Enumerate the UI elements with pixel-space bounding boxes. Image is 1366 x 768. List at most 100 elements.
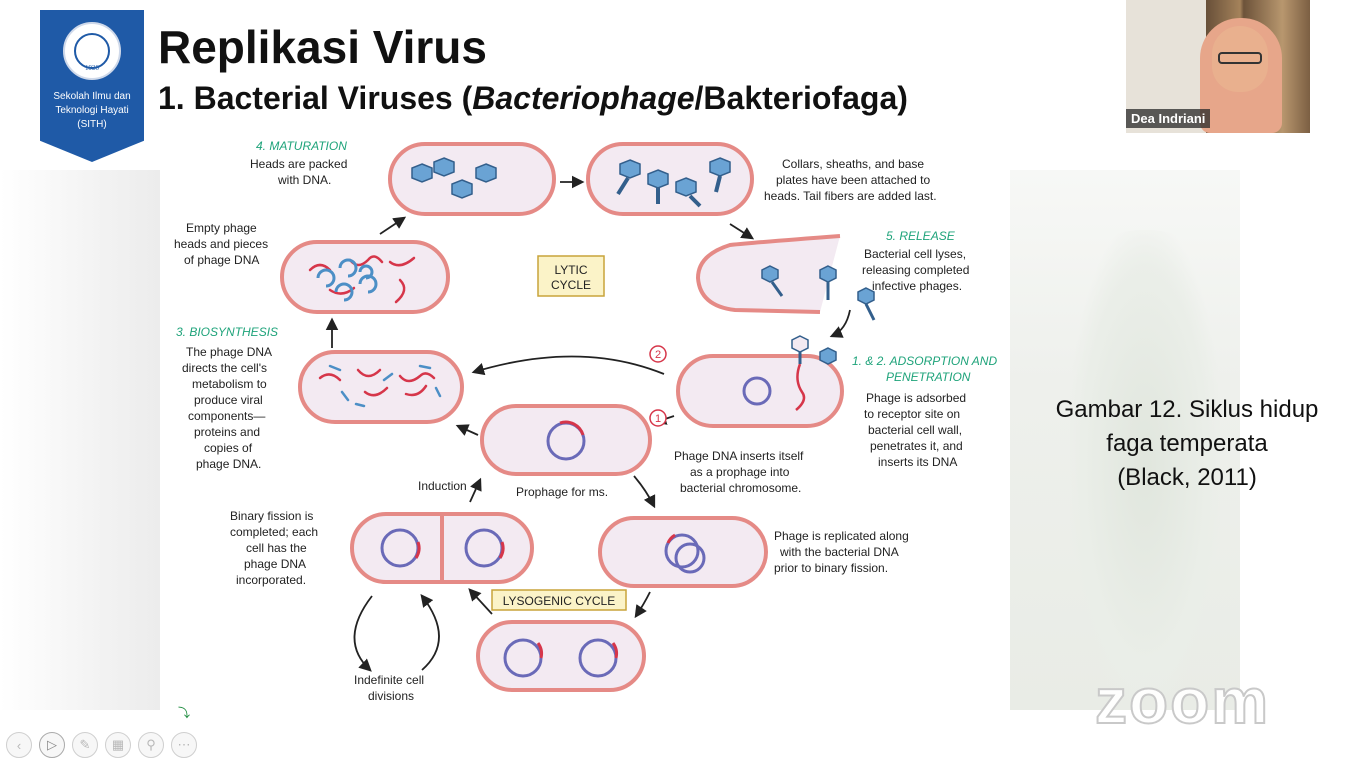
lysogenic-cycle-box: LYSOGENIC CYCLE: [491, 589, 627, 611]
release-text-2: releasing completed: [862, 263, 969, 277]
maturation-text-2: with DNA.: [277, 173, 331, 187]
bio-text-5: components—: [188, 409, 265, 423]
cell-assembled: [586, 142, 754, 216]
step-2-label: 2: [655, 349, 661, 361]
lysogenic-label: LYSOGENIC CYCLE: [503, 594, 615, 608]
caption-line-2: faga temperata: [1106, 430, 1268, 457]
bio-text-3: metabolism to: [192, 377, 267, 391]
cell-biosynthesis: [298, 350, 464, 424]
empty-text-1: Empty phage: [186, 221, 257, 235]
release-title: 5. RELEASE: [886, 229, 956, 243]
phages-released: [761, 265, 876, 365]
logo-text: Sekolah Ilmu dan Teknologi Hayati (SITH): [42, 90, 142, 132]
subtitle-pre: 1. Bacterial Viruses (: [158, 80, 473, 116]
gallery-icon[interactable]: ▦: [105, 732, 131, 758]
back-icon[interactable]: ‹: [6, 732, 32, 758]
slide-subtitle: 1. Bacterial Viruses (Bacteriophage/Bakt…: [158, 80, 908, 117]
cursor-mark-icon: ⤵: [178, 706, 191, 720]
empty-phage-heads: [316, 258, 378, 302]
maturation-text-1: Heads are packed: [250, 157, 347, 171]
logo-line-3: (SITH): [77, 119, 107, 130]
cell-lysogenic: [476, 620, 646, 692]
person-face: [1212, 26, 1268, 92]
binary-text-2: completed; each: [230, 525, 318, 539]
glasses-icon: [1218, 52, 1262, 64]
bio-text-6: proteins and: [194, 425, 260, 439]
step-1-label: 1: [655, 413, 661, 425]
bio-text-1: The phage DNA: [186, 345, 272, 359]
cell-prophage: [480, 404, 652, 476]
caption-line-3: (Black, 2011): [1117, 464, 1257, 491]
logo-line-2: Teknologi Hayati: [55, 105, 129, 116]
collars-text-2: plates have been attached to: [776, 173, 930, 187]
binary-text-1: Binary fission is: [230, 509, 313, 523]
maturation-title: 4. MATURATION: [256, 139, 347, 153]
participant-name: Dea Indriani: [1126, 109, 1211, 128]
subtitle-italic: Bacteriophage: [472, 80, 695, 116]
more-icon[interactable]: ⋯: [171, 732, 197, 758]
ads-text-4: penetrates it, and: [870, 439, 963, 453]
cycle-arrows: [325, 175, 851, 672]
itb-seal-icon: 1920: [63, 22, 121, 80]
injected-dna: [795, 363, 806, 411]
binary-text-3: cell has the: [246, 541, 307, 555]
seal-year: 1920: [85, 64, 99, 72]
release-text-3: infective phages.: [872, 279, 962, 293]
diagram-labels: 4. MATURATION Heads are packed with DNA.…: [174, 139, 997, 703]
participant-video[interactable]: Dea Indriani: [1126, 0, 1310, 133]
zoom-watermark: zoom: [1094, 664, 1271, 738]
step-markers: [649, 345, 667, 427]
bio-text-2: directs the cell's: [182, 361, 267, 375]
subtitle-post: /Bakteriofaga): [694, 80, 908, 116]
figure-caption: Gambar 12. Siklus hidup faga temperata (…: [1022, 393, 1352, 495]
phage-life-cycle-diagram: 2 1 LYTIC CYCLE LYSOGENIC CYCLE 4. MATUR…: [174, 139, 997, 703]
inserts-text-2: as a prophage into: [690, 465, 790, 479]
logo-line-1: Sekolah Ilmu dan: [53, 91, 131, 102]
cell-adsorption: [676, 354, 844, 428]
background-tree: [1070, 230, 1220, 700]
bio-text-8: phage DNA.: [196, 457, 261, 471]
replicated-text-2: with the bacterial DNA: [779, 545, 899, 559]
collars-text-3: heads. Tail fibers are added last.: [764, 189, 937, 203]
phage-heads-maturation: [411, 157, 497, 199]
inserts-text-3: bacterial chromosome.: [680, 481, 801, 495]
ads-text-2: to receptor site on: [864, 407, 960, 421]
replicated-text-3: prior to binary fission.: [774, 561, 888, 575]
prophage-segments: [414, 420, 676, 659]
play-icon[interactable]: ▷: [39, 732, 65, 758]
cell-maturation: [388, 142, 556, 216]
indefinite-text-2: divisions: [368, 689, 414, 703]
adsorption-title-2: PENETRATION: [886, 370, 971, 384]
biosynthesis-title: 3. BIOSYNTHESIS: [176, 325, 278, 339]
pen-icon[interactable]: ✎: [72, 732, 98, 758]
replicated-text-1: Phage is replicated along: [774, 529, 909, 543]
lytic-line-2: CYCLE: [551, 278, 591, 292]
zoom-in-icon[interactable]: ⚲: [138, 732, 164, 758]
indefinite-text-1: Indefinite cell: [354, 673, 424, 687]
slide-title: Replikasi Virus: [158, 21, 487, 73]
empty-text-2: heads and pieces: [174, 237, 268, 251]
background-photo-left: [0, 170, 160, 710]
seal-ring: [74, 33, 110, 69]
lytic-cycle-box: LYTIC CYCLE: [537, 255, 605, 297]
bio-text-7: copies of: [204, 441, 253, 455]
cell-replicating: [598, 516, 768, 588]
binary-text-4: phage DNA: [244, 557, 306, 571]
prophage-label: Prophage for ms.: [516, 485, 608, 499]
binary-text-5: incorporated.: [236, 573, 306, 587]
lytic-line-1: LYTIC: [554, 263, 587, 277]
slide-controls: ‹ ▷ ✎ ▦ ⚲ ⋯: [6, 732, 197, 760]
phages-assembled: [616, 157, 731, 208]
adsorption-title-1: 1. & 2. ADSORPTION AND: [852, 354, 997, 368]
inserts-text-1: Phage DNA inserts itself: [674, 449, 804, 463]
collars-text-1: Collars, sheaths, and base: [782, 157, 924, 171]
ads-text-5: inserts its DNA: [878, 455, 957, 469]
induction-label: Induction: [418, 479, 467, 493]
release-text-1: Bacterial cell lyses,: [864, 247, 966, 261]
bio-text-4: produce viral: [194, 393, 263, 407]
caption-line-1: Gambar 12. Siklus hidup: [1055, 396, 1319, 423]
ads-text-3: bacterial cell wall,: [868, 423, 962, 437]
empty-text-3: of phage DNA: [184, 253, 259, 267]
cell-binary-fission: [350, 512, 534, 584]
ads-text-1: Phage is adsorbed: [866, 391, 966, 405]
